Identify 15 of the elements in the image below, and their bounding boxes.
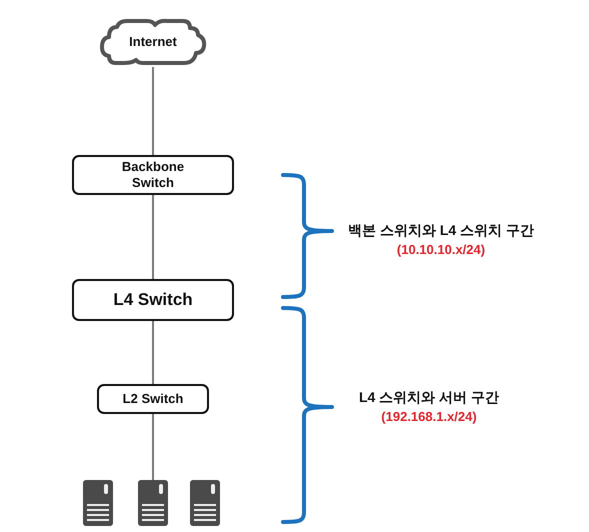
switch-box: Backbone Switch <box>72 155 234 195</box>
subnet-label: (192.168.1.x/24) <box>381 409 477 425</box>
cloud-shape: Internet <box>97 17 209 67</box>
server-icon <box>83 480 113 526</box>
connector-line <box>152 195 154 279</box>
switch-box: L4 Switch <box>72 279 234 321</box>
connector-line <box>152 321 154 384</box>
server-icon <box>138 480 168 526</box>
connector-line <box>152 414 154 480</box>
connector-line <box>152 67 154 155</box>
subnet-label: (10.10.10.x/24) <box>396 242 486 258</box>
server-icon <box>190 480 220 526</box>
switch-box: L2 Switch <box>97 384 209 414</box>
section-label: L4 스위치와 서버 구간 <box>359 389 499 406</box>
section-label: 백본 스위치와 L4 스위치 구간 <box>348 222 534 239</box>
